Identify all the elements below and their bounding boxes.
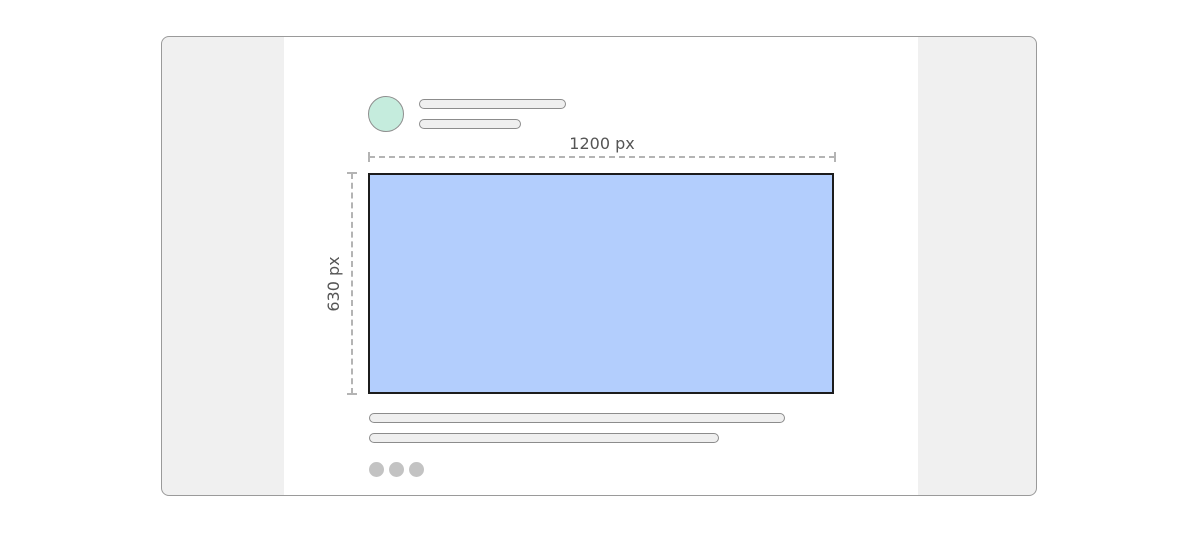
avatar xyxy=(368,96,404,132)
action-dot xyxy=(369,462,384,477)
width-dimension-line xyxy=(368,152,836,162)
action-dot xyxy=(409,462,424,477)
width-label: 1200 px xyxy=(569,134,635,153)
author-meta-placeholder xyxy=(419,119,521,129)
width-dimension-right-cap xyxy=(834,152,836,162)
caption-placeholder-line-2 xyxy=(369,433,719,443)
height-dimension-line xyxy=(347,172,357,395)
height-dimension-bottom-cap xyxy=(347,393,357,395)
action-dots xyxy=(369,462,424,478)
caption-placeholder-line-1 xyxy=(369,413,785,423)
link-preview-image xyxy=(368,173,834,394)
feed-frame: 1200 px 630 px xyxy=(161,36,1037,496)
author-name-placeholder xyxy=(419,99,566,109)
height-label: 630 px xyxy=(324,256,343,312)
action-dot xyxy=(389,462,404,477)
height-dimension-top-cap xyxy=(347,172,357,174)
width-dimension-left-cap xyxy=(368,152,370,162)
